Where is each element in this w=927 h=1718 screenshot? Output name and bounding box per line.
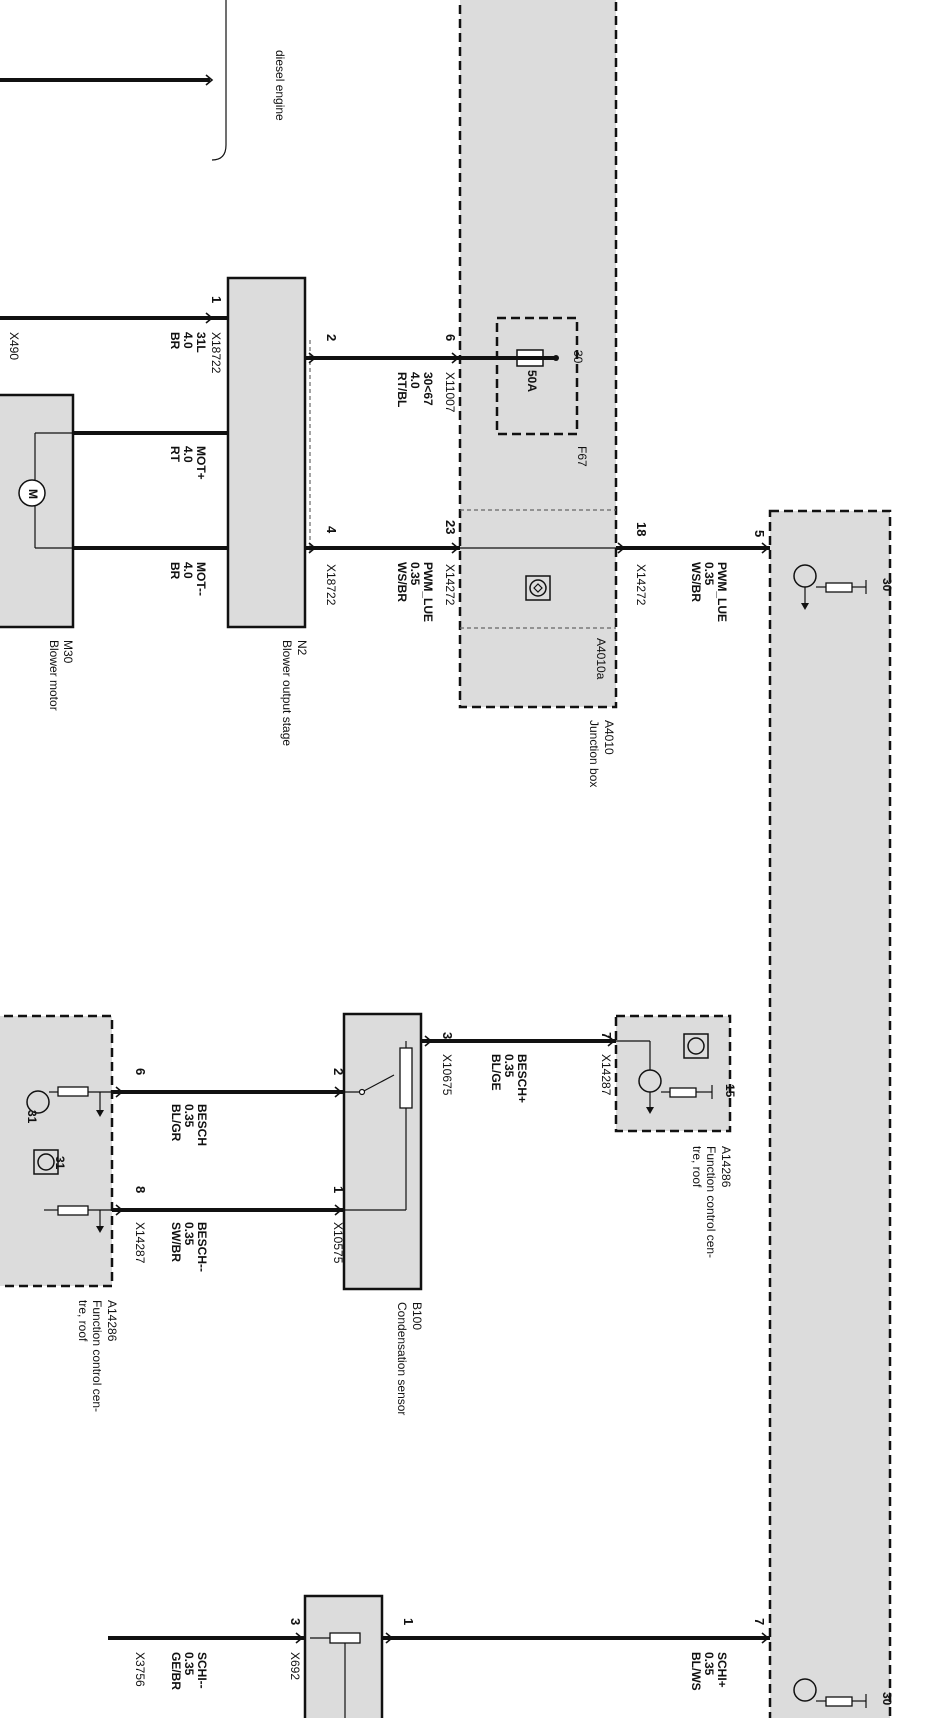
wire-color: GE/BR [169, 1652, 183, 1690]
wire-signal: PWM_LUE [715, 562, 729, 622]
wire-signal: BESCH+ [515, 1054, 529, 1103]
wire-size: 0.35 [182, 1652, 196, 1676]
component-id: A4010a [594, 638, 608, 680]
connector-label: X18722 [324, 564, 338, 606]
pin-label: 7 [752, 1618, 767, 1625]
pin-label: 3 [440, 1032, 455, 1039]
terminal-label: 31 [25, 1110, 39, 1124]
pin-label: 5 [752, 530, 767, 537]
connector-label: X11007 [443, 372, 457, 413]
wire-color: SW/BR [169, 1222, 183, 1262]
pin-label: 18 [634, 522, 649, 536]
component-name: tre, roof [690, 1146, 704, 1188]
connector-label: X14272 [634, 564, 648, 606]
component-name: Blower motor [47, 640, 61, 711]
function-control-centre-roof-left [0, 1014, 114, 1288]
wire-signal: SCHI+ [715, 1652, 729, 1688]
pin-label: 3 [288, 1618, 303, 1625]
pin-label: 6 [133, 1068, 148, 1075]
wire-color: BL/WS [689, 1652, 703, 1691]
component-id: A14286 [105, 1300, 119, 1342]
blower-output-stage-n2 [226, 276, 311, 629]
wire-color: BR [168, 562, 182, 580]
wire-signal: SCHI-- [195, 1652, 209, 1689]
wire-signal: 31L [194, 332, 208, 353]
pin-label: 1 [331, 1186, 346, 1193]
connector-label: X10575 [331, 1222, 345, 1264]
wire-color: RT [168, 446, 182, 463]
connector-label: X14272 [443, 564, 457, 606]
function-control-centre-roof-top [614, 1014, 732, 1133]
wire-color: WS/BR [689, 562, 703, 602]
bottom-component-x692 [303, 1594, 384, 1718]
connector-marks [115, 74, 770, 1644]
pin-label: 6 [443, 334, 458, 341]
pin-label: 23 [443, 520, 458, 534]
component-id: N2 [295, 640, 309, 656]
pin-label: 7 [599, 1032, 614, 1039]
wire-signal: PWM_LUE [421, 562, 435, 622]
connector-label: X3756 [133, 1652, 147, 1687]
fuse-rating: 50A [525, 370, 539, 392]
pin-label: 2 [324, 334, 339, 341]
wire-size: 4.0 [181, 332, 195, 349]
component-name: Function control cen- [90, 1300, 104, 1412]
labels: diesel engine 1 2 4 6 23 18 5 3 7 2 1 6 … [7, 50, 894, 1706]
right-module [768, 509, 892, 1718]
pin-label: 2 [331, 1068, 346, 1075]
terminal-label: 15 [723, 1084, 737, 1098]
wire-signal: 30<67 [421, 372, 435, 406]
component-id: A14286 [719, 1146, 733, 1188]
wire-signal: BESCH [195, 1104, 209, 1146]
component-id: M30 [61, 640, 75, 664]
connector-label: X10675 [440, 1054, 454, 1096]
wire-size: 4.0 [181, 446, 195, 463]
pin-label: 4 [324, 526, 339, 534]
blower-motor-m30 [0, 393, 75, 629]
wire-color: BR [168, 332, 182, 350]
connector-label: X490 [7, 332, 21, 360]
wire-color: BL/GR [169, 1104, 183, 1142]
component-name: Condensation sensor [395, 1302, 409, 1415]
wire-size: 4.0 [408, 372, 422, 389]
component-name: Junction box [587, 720, 601, 787]
wire-signal: MOT+ [194, 446, 208, 480]
connector-label: X692 [288, 1652, 302, 1680]
pin-label: 1 [209, 296, 224, 303]
terminal-label: 31 [53, 1156, 67, 1170]
wire-color: WS/BR [395, 562, 409, 602]
wire-size: 0.35 [408, 562, 422, 586]
wires [0, 0, 770, 1640]
component-id: 30 [571, 350, 585, 364]
component-id: F67 [575, 446, 589, 467]
wire-size: 0.35 [182, 1222, 196, 1246]
component-name: Function control cen- [704, 1146, 718, 1258]
wire-color: RT/BL [395, 372, 409, 407]
motor-symbol: M [26, 489, 40, 499]
wire-size: 0.35 [702, 1652, 716, 1676]
component-name: Blower output stage [280, 640, 294, 746]
connector-label: X18722 [209, 332, 223, 374]
condensation-sensor-b100 [340, 1012, 423, 1291]
component-id: B100 [410, 1302, 424, 1330]
terminal-label: 30 [880, 578, 894, 592]
connector-label: X14287 [133, 1222, 147, 1264]
engine-note: diesel engine [273, 50, 287, 121]
pin-label: 1 [401, 1618, 416, 1625]
wire-size: 0.35 [702, 562, 716, 586]
wire-signal: MOT-- [194, 562, 208, 596]
component-id: A4010 [602, 720, 616, 755]
terminal-label: 30 [880, 1692, 894, 1706]
wire-color: BL/GE [489, 1054, 503, 1091]
wire-size: 0.35 [502, 1054, 516, 1078]
wire-size: 0.35 [182, 1104, 196, 1128]
component-name: tre, roof [76, 1300, 90, 1342]
connector-label: X14287 [599, 1054, 613, 1096]
pin-label: 8 [133, 1186, 148, 1193]
wire-signal: BESCH-- [195, 1222, 209, 1272]
wire-size: 4.0 [181, 562, 195, 579]
